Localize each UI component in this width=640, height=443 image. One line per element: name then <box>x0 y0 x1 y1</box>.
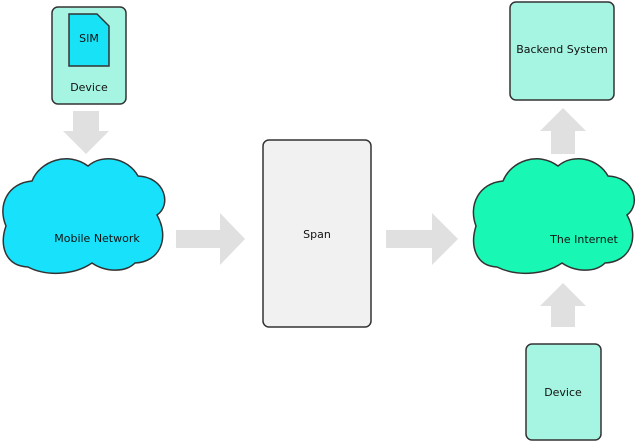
arrow-device-to-mobile-network <box>63 111 109 154</box>
span: Span <box>262 139 372 328</box>
backend-system: Backend System <box>509 1 615 101</box>
arrows <box>63 108 586 327</box>
device-bottom-box <box>525 343 602 441</box>
device-top-label: Device <box>70 81 108 94</box>
span-label: Span <box>303 228 331 241</box>
device-bottom: Device <box>525 343 602 441</box>
sim-label: SIM <box>79 32 99 45</box>
cloud-internet-shape <box>472 158 636 275</box>
backend-system-box <box>509 1 615 101</box>
mobile-network-cloud: Mobile Network <box>2 158 166 275</box>
mobile-network-label: Mobile Network <box>54 232 140 245</box>
internet-cloud: The Internet <box>472 158 636 275</box>
cloud-mobile-shape <box>2 158 166 275</box>
device-bottom-label: Device <box>544 386 582 399</box>
arrow-span-to-internet <box>386 213 458 265</box>
sim-card-icon <box>68 13 110 67</box>
arrow-internet-to-backend <box>540 108 586 154</box>
device-top: SIM Device <box>51 6 127 105</box>
internet-label: The Internet <box>549 233 618 246</box>
backend-system-label: Backend System <box>516 43 608 56</box>
arrow-device-to-internet <box>540 283 586 327</box>
span-box <box>262 139 372 328</box>
arrow-mobile-network-to-span <box>176 213 245 265</box>
